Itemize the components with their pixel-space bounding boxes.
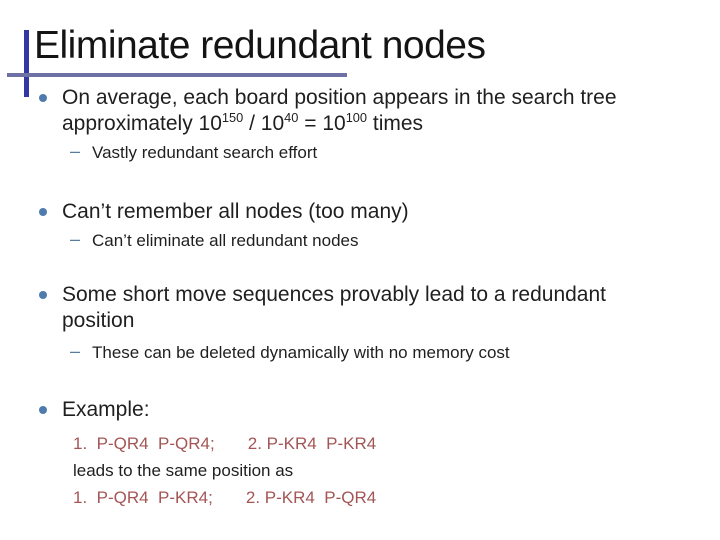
bullet-item: Can’t remember all nodes (too many) — [0, 199, 720, 225]
bullet-dot-icon — [39, 291, 47, 299]
example-move-line-2: 1. P-QR4 P-KR4; 2. P-KR4 P-QR4 — [73, 488, 377, 507]
title-underline — [7, 73, 347, 77]
bullet-text-line: On average, each board position appears … — [62, 86, 617, 109]
example-block: 1. P-QR4 P-QR4; 2. P-KR4 P-KR4 leads to … — [0, 430, 720, 511]
bullet-item: Some short move sequences provably lead … — [0, 282, 720, 334]
bullet-dot-icon — [39, 406, 47, 414]
sub-bullet: – These can be deleted dynamically with … — [0, 341, 720, 363]
dash-icon: – — [70, 341, 81, 361]
bullet-group-remember-nodes: Can’t remember all nodes (too many) – Ca… — [0, 199, 720, 251]
sub-bullet-text: Vastly redundant search effort — [92, 143, 318, 162]
sub-bullet-text: Can’t eliminate all redundant nodes — [92, 231, 359, 250]
bullet-text-line: Some short move sequences provably lead … — [62, 283, 607, 306]
example-move-line-1: 1. P-QR4 P-QR4; 2. P-KR4 P-KR4 — [73, 434, 377, 453]
bullet-text-line: Can’t remember all nodes (too many) — [62, 200, 409, 223]
bullet-text-line: Example: — [62, 398, 150, 421]
bullet-group-example: Example: 1. P-QR4 P-QR4; 2. P-KR4 P-KR4 … — [0, 397, 720, 511]
dash-icon: – — [70, 141, 81, 161]
bullet-group-move-sequences: Some short move sequences provably lead … — [0, 282, 720, 363]
sub-bullet: – Can’t eliminate all redundant nodes — [0, 229, 720, 251]
bullet-text-line: position — [62, 309, 135, 332]
bullet-item: On average, each board position appears … — [0, 85, 720, 137]
title-accent-bar — [24, 30, 29, 97]
bullet-group-search-tree: On average, each board position appears … — [0, 85, 720, 163]
page-title: Eliminate redundant nodes — [34, 24, 486, 67]
example-middle-line: leads to the same position as — [73, 461, 294, 480]
bullet-dot-icon — [39, 94, 47, 102]
dash-icon: – — [70, 229, 81, 249]
sub-bullet: – Vastly redundant search effort — [0, 141, 720, 163]
sub-bullet-text: These can be deleted dynamically with no… — [92, 343, 510, 362]
bullet-dot-icon — [39, 208, 47, 216]
bullet-text-line: approximately 10150 / 1040 = 10100 times — [62, 110, 424, 135]
bullet-item: Example: — [0, 397, 720, 423]
